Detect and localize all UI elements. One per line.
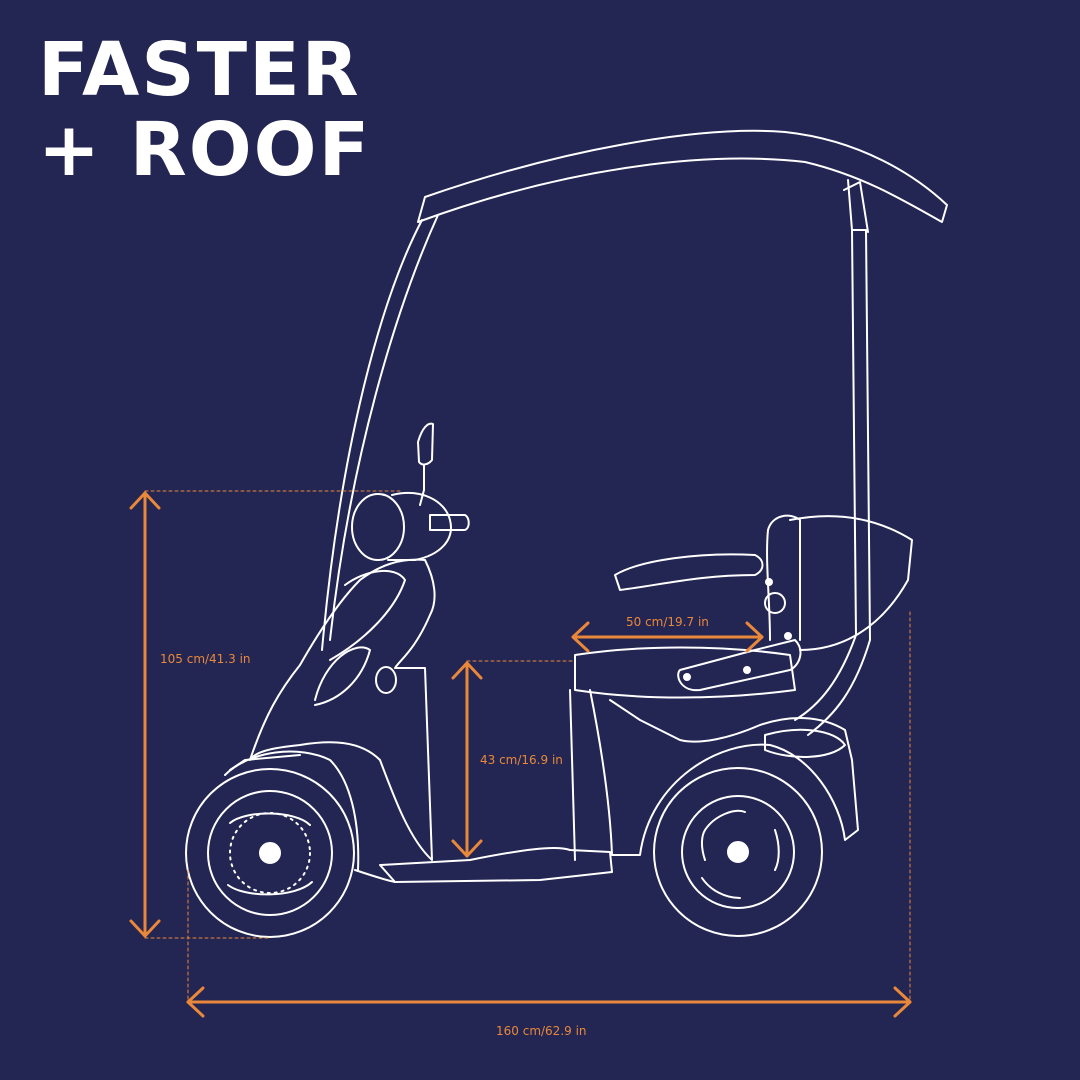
roof-canopy <box>417 129 948 223</box>
front-fairing <box>249 558 436 861</box>
roof-post <box>794 179 871 736</box>
title-line-2: + ROOF <box>38 107 372 193</box>
length-dimension <box>186 611 912 1018</box>
rear-body <box>569 689 859 861</box>
height-label: 105 cm/41.3 in <box>160 652 251 666</box>
page-title: FASTER + ROOF <box>38 30 371 190</box>
seat-width-label: 50 cm/19.7 in <box>626 615 709 629</box>
title-line-1: FASTER <box>38 27 361 113</box>
seat-cushion <box>574 646 796 699</box>
floorboard <box>379 847 613 883</box>
mirror <box>417 422 434 506</box>
handlebar <box>429 514 470 531</box>
height-dimension <box>129 490 401 939</box>
front-wheel <box>185 768 355 938</box>
armrest <box>614 553 764 591</box>
rear-wheel <box>653 767 823 937</box>
length-label: 160 cm/62.9 in <box>496 1024 587 1038</box>
front-fender <box>224 750 360 871</box>
seat-width-dimension <box>571 621 764 653</box>
headlight <box>351 493 405 561</box>
backrest <box>766 514 801 641</box>
seat-height-dimension <box>451 660 576 858</box>
armrest-bracket <box>677 639 802 692</box>
scooter-illustration <box>185 129 948 938</box>
dimension-lines <box>129 490 912 1018</box>
windshield <box>321 214 439 651</box>
seat-height-label: 43 cm/16.9 in <box>480 753 563 767</box>
